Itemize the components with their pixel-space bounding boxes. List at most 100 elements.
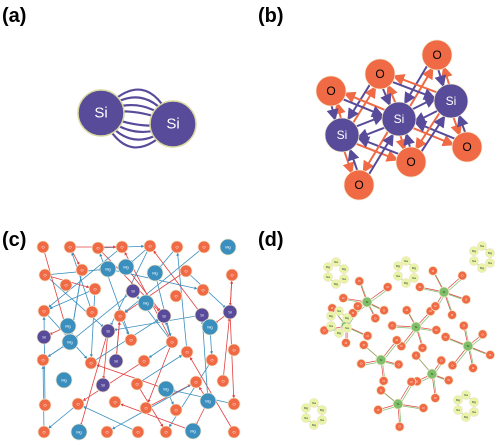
panel-d-ring-node-label: Na (334, 260, 338, 264)
panel-d-ring-node-label: Mg (480, 266, 484, 270)
panel-b-o-node (421, 39, 453, 71)
panel-d-ring-node-label: Mg (412, 266, 416, 270)
panel-c-node (169, 403, 183, 417)
panel-a-si-label-right: Si (166, 116, 179, 133)
panel-c-node-label: O (164, 430, 167, 435)
panel-c-node-label: Mg (123, 265, 129, 270)
panel-c-node-label: Si (228, 310, 232, 315)
panel-d-ring-node-label: Na (412, 276, 416, 280)
panel-d-o-node-label: O (331, 306, 334, 310)
panel-c-node (63, 240, 77, 254)
panel-d-o-node (447, 360, 458, 371)
panel-d-o-node-label: O (366, 334, 369, 338)
panel-d-o-node-label: O (398, 425, 401, 429)
panel-d-o-node-label: O (422, 406, 425, 410)
panel-c-node (36, 329, 52, 345)
panel-c-node-label: O (144, 406, 147, 411)
panel-c-node-label: O (148, 244, 151, 249)
panel-c-node-label: Si (200, 313, 204, 318)
panel-c-node (165, 335, 179, 349)
panel-c-node-label: O (105, 430, 108, 435)
panel-c-node-label: O (221, 379, 224, 384)
panel-d-si-node (438, 286, 450, 298)
panel-c-node (201, 318, 219, 336)
panel-d-o-node-label: O (410, 380, 413, 384)
panel-c-node-label: Mg (76, 430, 82, 435)
panel-c-edge (154, 272, 172, 337)
panel-d-o-node (387, 320, 398, 331)
panel-d-o-node (417, 342, 428, 353)
panel-d-si-node (392, 398, 404, 410)
panel-c-node (108, 395, 122, 409)
panel-c-node-label: O (129, 338, 132, 343)
panel-c-edge (82, 360, 145, 402)
panel-d-o-node-label: O (406, 308, 409, 312)
panel-d-ring-node (485, 258, 495, 268)
panel-c-node (88, 282, 102, 296)
panel-c-node (124, 333, 138, 347)
panel-c-node (146, 264, 164, 282)
panel-d-o-node (418, 403, 429, 413)
panel-c-node-label: Mg (152, 271, 158, 276)
panel-d-ring-node (342, 323, 352, 333)
panel-c-node (219, 238, 237, 256)
panel-d-ring-node (331, 257, 341, 267)
panel-c-node (227, 343, 241, 357)
panel-c-node (189, 375, 203, 389)
panel-c-node-label: O (170, 340, 173, 345)
panel-d-ring-node (323, 262, 333, 272)
panel-c-node-label: O (135, 382, 138, 387)
panel-c-node (180, 345, 194, 359)
panel-d-o-node-label: O (396, 338, 399, 342)
panel-c-node-label: Si (106, 329, 110, 334)
panel-d-o-node (414, 282, 425, 292)
panel-d-ring-node (342, 313, 352, 323)
panel-c-node-label: O (90, 310, 93, 315)
panel-d-o-node-label: O (358, 279, 361, 283)
panel-d-o-node-label: O (416, 379, 419, 383)
panel-c-node (225, 268, 239, 282)
panel-c-node (38, 398, 52, 412)
panel-d-o-node-label: O (472, 366, 475, 370)
panel-d-ring-node (334, 328, 344, 338)
panel-c-node (184, 422, 202, 440)
panel-d-o-node-label: O (434, 304, 437, 308)
panel-a-si-label-left: Si (94, 105, 107, 122)
panel-c-node-label: O (210, 358, 213, 363)
panel-c-node (71, 397, 85, 411)
panel-d-o-node-label: O (451, 313, 454, 317)
panel-c-edge (102, 330, 109, 380)
panel-c-node (36, 353, 50, 367)
panel-d-si-node (410, 321, 422, 333)
panel-d-o-node (394, 421, 405, 432)
panel-d-ring-node (469, 397, 479, 407)
panel-d-ring-node (339, 274, 349, 284)
panel-b-o-node-label: O (375, 67, 384, 81)
panel-c-node-label: O (230, 273, 233, 278)
panel-c-edge (153, 250, 203, 316)
panel-d-ring-node-label: Na (312, 401, 316, 405)
panel-c-node-label: O (93, 287, 96, 292)
panel-d-o-node (373, 404, 384, 415)
panel-c-node (205, 353, 219, 367)
panel-d-ring-node-label: Na (329, 324, 333, 328)
panel-c-node-label: O (201, 288, 204, 293)
panel-c-node (169, 289, 183, 303)
panel-d-ring-node-label: Na (337, 309, 341, 313)
panel-d-ring-node-label: Na (304, 416, 308, 420)
panel-c-edge (176, 252, 188, 353)
panel-d-o-node (391, 335, 402, 346)
panel-c-node (84, 356, 98, 370)
panel-d-o-node (447, 310, 457, 320)
panel-c-node (137, 294, 155, 312)
panel-c-node-label: Mg (143, 301, 149, 306)
panel-d-ring-node-label: Na (472, 410, 476, 414)
panel-c-node-label: O (185, 350, 188, 355)
panel-c-edge (43, 310, 88, 359)
panel-d-ring-node-label: Mg (464, 415, 468, 419)
panel-c-node-label: Mg (190, 429, 196, 434)
panel-d-ring-node (301, 413, 311, 423)
